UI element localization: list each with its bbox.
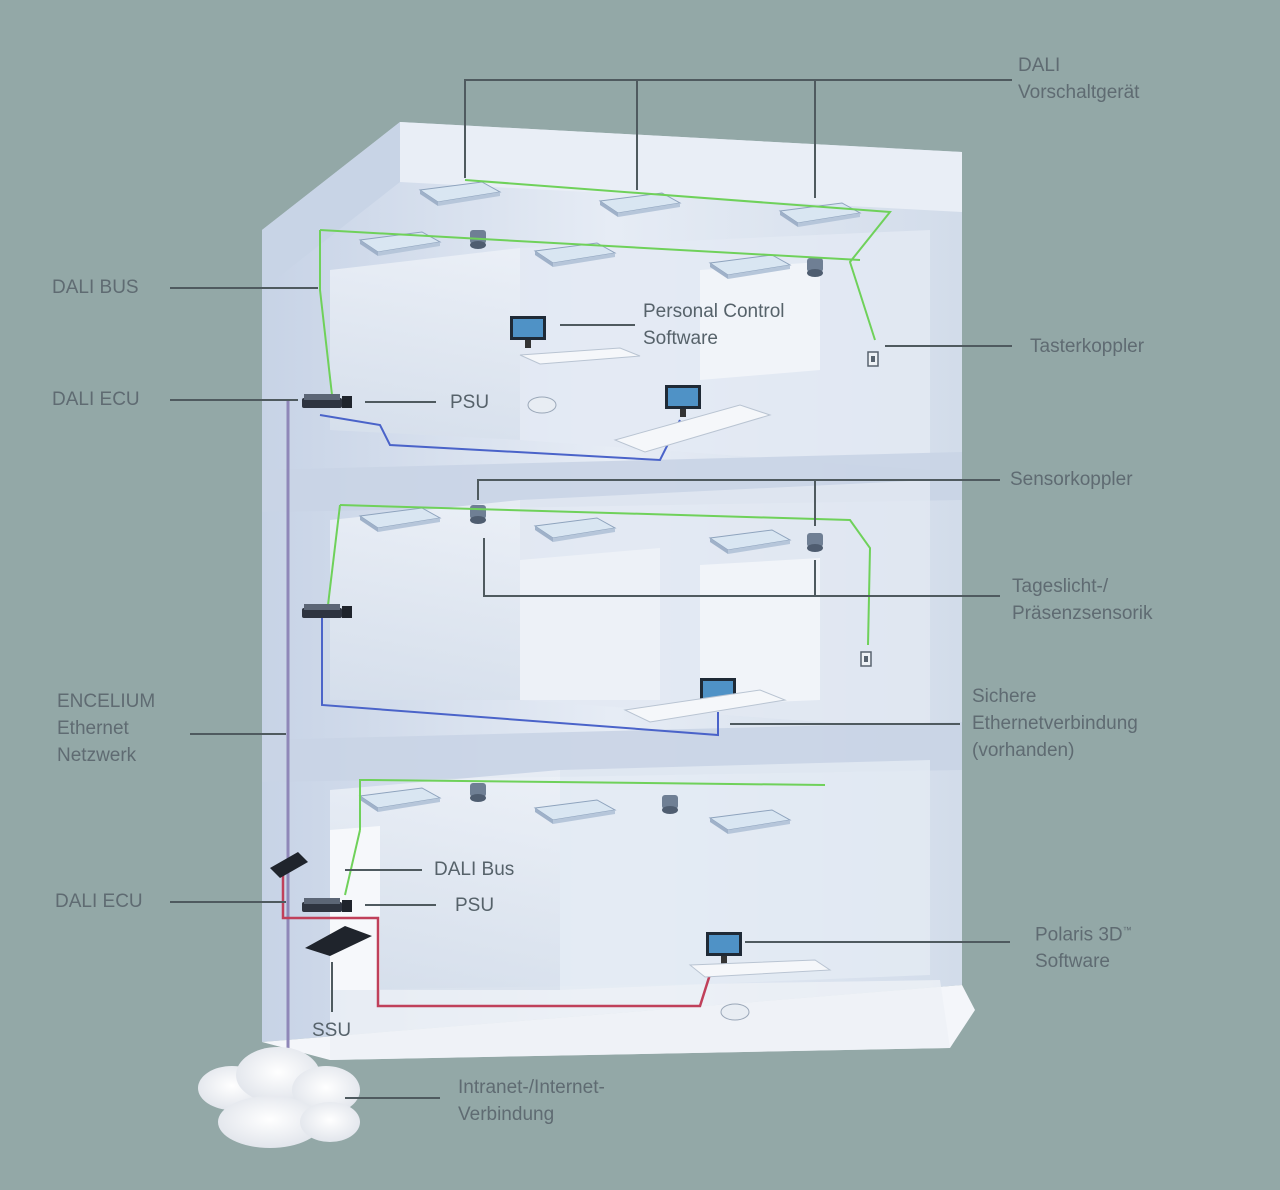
- label-line: Software: [643, 328, 718, 349]
- label-tageslicht-praesenzsensorik: Tageslicht-/ Präsenzsensorik: [1012, 573, 1152, 627]
- label-line: Intranet-/Internet-: [458, 1077, 605, 1098]
- label-sichere-ethernetverbindung: Sichere Ethernetverbindung (vorhanden): [972, 683, 1138, 764]
- dali-ecu-top-device: [302, 394, 352, 408]
- label-line: Netzwerk: [57, 745, 137, 766]
- label-line: Sichere: [972, 686, 1037, 707]
- sensor: [662, 795, 678, 814]
- ethernet-line: [319, 414, 681, 462]
- dali-ecu-bottom-device: [302, 898, 352, 912]
- desk: [688, 959, 832, 978]
- trademark-mark: ™: [1122, 925, 1132, 935]
- label-personal-control-software: Personal Control Software: [643, 298, 785, 352]
- floor-1: [330, 760, 930, 990]
- network-switch: [270, 852, 308, 878]
- label-line: Verbindung: [458, 1104, 555, 1125]
- dali-bus-line: [359, 779, 370, 830]
- chair: [527, 396, 557, 414]
- leader-lines: [170, 79, 1012, 1099]
- label-line: ENCELIUM: [57, 691, 156, 712]
- sensor: [807, 258, 823, 277]
- desk: [613, 404, 772, 453]
- label-dali-bus-top: DALI BUS: [52, 277, 139, 298]
- desks: [519, 347, 832, 978]
- label-line: (vorhanden): [972, 740, 1075, 761]
- ethernet-lines: [319, 414, 719, 737]
- label-dali-ecu-top: DALI ECU: [52, 389, 140, 410]
- building: [262, 122, 975, 1060]
- dali-bus-line: [464, 179, 892, 341]
- tasterkoppler-device-2: [860, 651, 872, 667]
- label-line: Tageslicht-/: [1012, 576, 1109, 597]
- chair: [720, 1003, 750, 1021]
- label-encelium-ethernet-netzwerk: ENCELIUM Ethernet Netzwerk: [57, 688, 155, 769]
- label-dali-ecu-bottom: DALI ECU: [55, 891, 143, 912]
- chairs: [527, 396, 750, 1021]
- leader-line: [483, 538, 1000, 597]
- leader-line: [464, 79, 1012, 178]
- roof-side: [262, 122, 400, 290]
- sensor: [470, 505, 486, 524]
- label-dali-bus-bottom: DALI Bus: [434, 859, 515, 880]
- label-text: Polaris 3D: [1035, 924, 1123, 946]
- label-psu-bottom: PSU: [455, 895, 495, 916]
- dali-ecu-middle-device: [302, 604, 352, 618]
- dali-bus-line: [319, 229, 861, 261]
- label-polaris-3d-software: Polaris 3D™ Software: [1035, 917, 1132, 975]
- label-tasterkoppler: Tasterkoppler: [1030, 336, 1145, 357]
- dali-bus-line: [319, 230, 333, 396]
- label-line: DALI: [1018, 55, 1061, 76]
- leader-line: [477, 479, 1000, 500]
- label-line: Ethernetverbindung: [972, 713, 1138, 734]
- dali-bus-line: [369, 779, 826, 786]
- label-line: Software: [1035, 951, 1110, 973]
- label-psu-top: PSU: [450, 392, 490, 413]
- label-ssu: SSU: [312, 1020, 352, 1041]
- label-line: Personal Control: [643, 301, 785, 322]
- dali-bus-line: [327, 504, 341, 606]
- label-line: Präsenzsensorik: [1012, 603, 1153, 624]
- label-intranet-internet-verbindung: Intranet-/Internet- Verbindung: [458, 1074, 605, 1128]
- label-sensorkoppler: Sensorkoppler: [1010, 469, 1133, 490]
- desk: [519, 347, 641, 365]
- label-line: Vorschaltgerät: [1018, 82, 1140, 103]
- sensor: [807, 533, 823, 552]
- polaris-link: [281, 870, 714, 1008]
- tasterkoppler-device: [867, 351, 879, 367]
- floor-3: [262, 230, 962, 512]
- label-line: Polaris 3D™: [1035, 917, 1132, 948]
- cloud-icon: [198, 1047, 360, 1148]
- roof-edge: [400, 122, 962, 212]
- label-line: Ethernet: [57, 718, 129, 739]
- ethernet-line: [321, 615, 719, 737]
- ssu-device: [305, 926, 372, 956]
- desk: [623, 689, 787, 723]
- floor-2: [262, 480, 962, 782]
- label-dali-vorschaltgeraet: DALI Vorschaltgerät: [1018, 52, 1139, 106]
- sensor: [470, 783, 486, 802]
- dali-bus-line: [344, 829, 361, 896]
